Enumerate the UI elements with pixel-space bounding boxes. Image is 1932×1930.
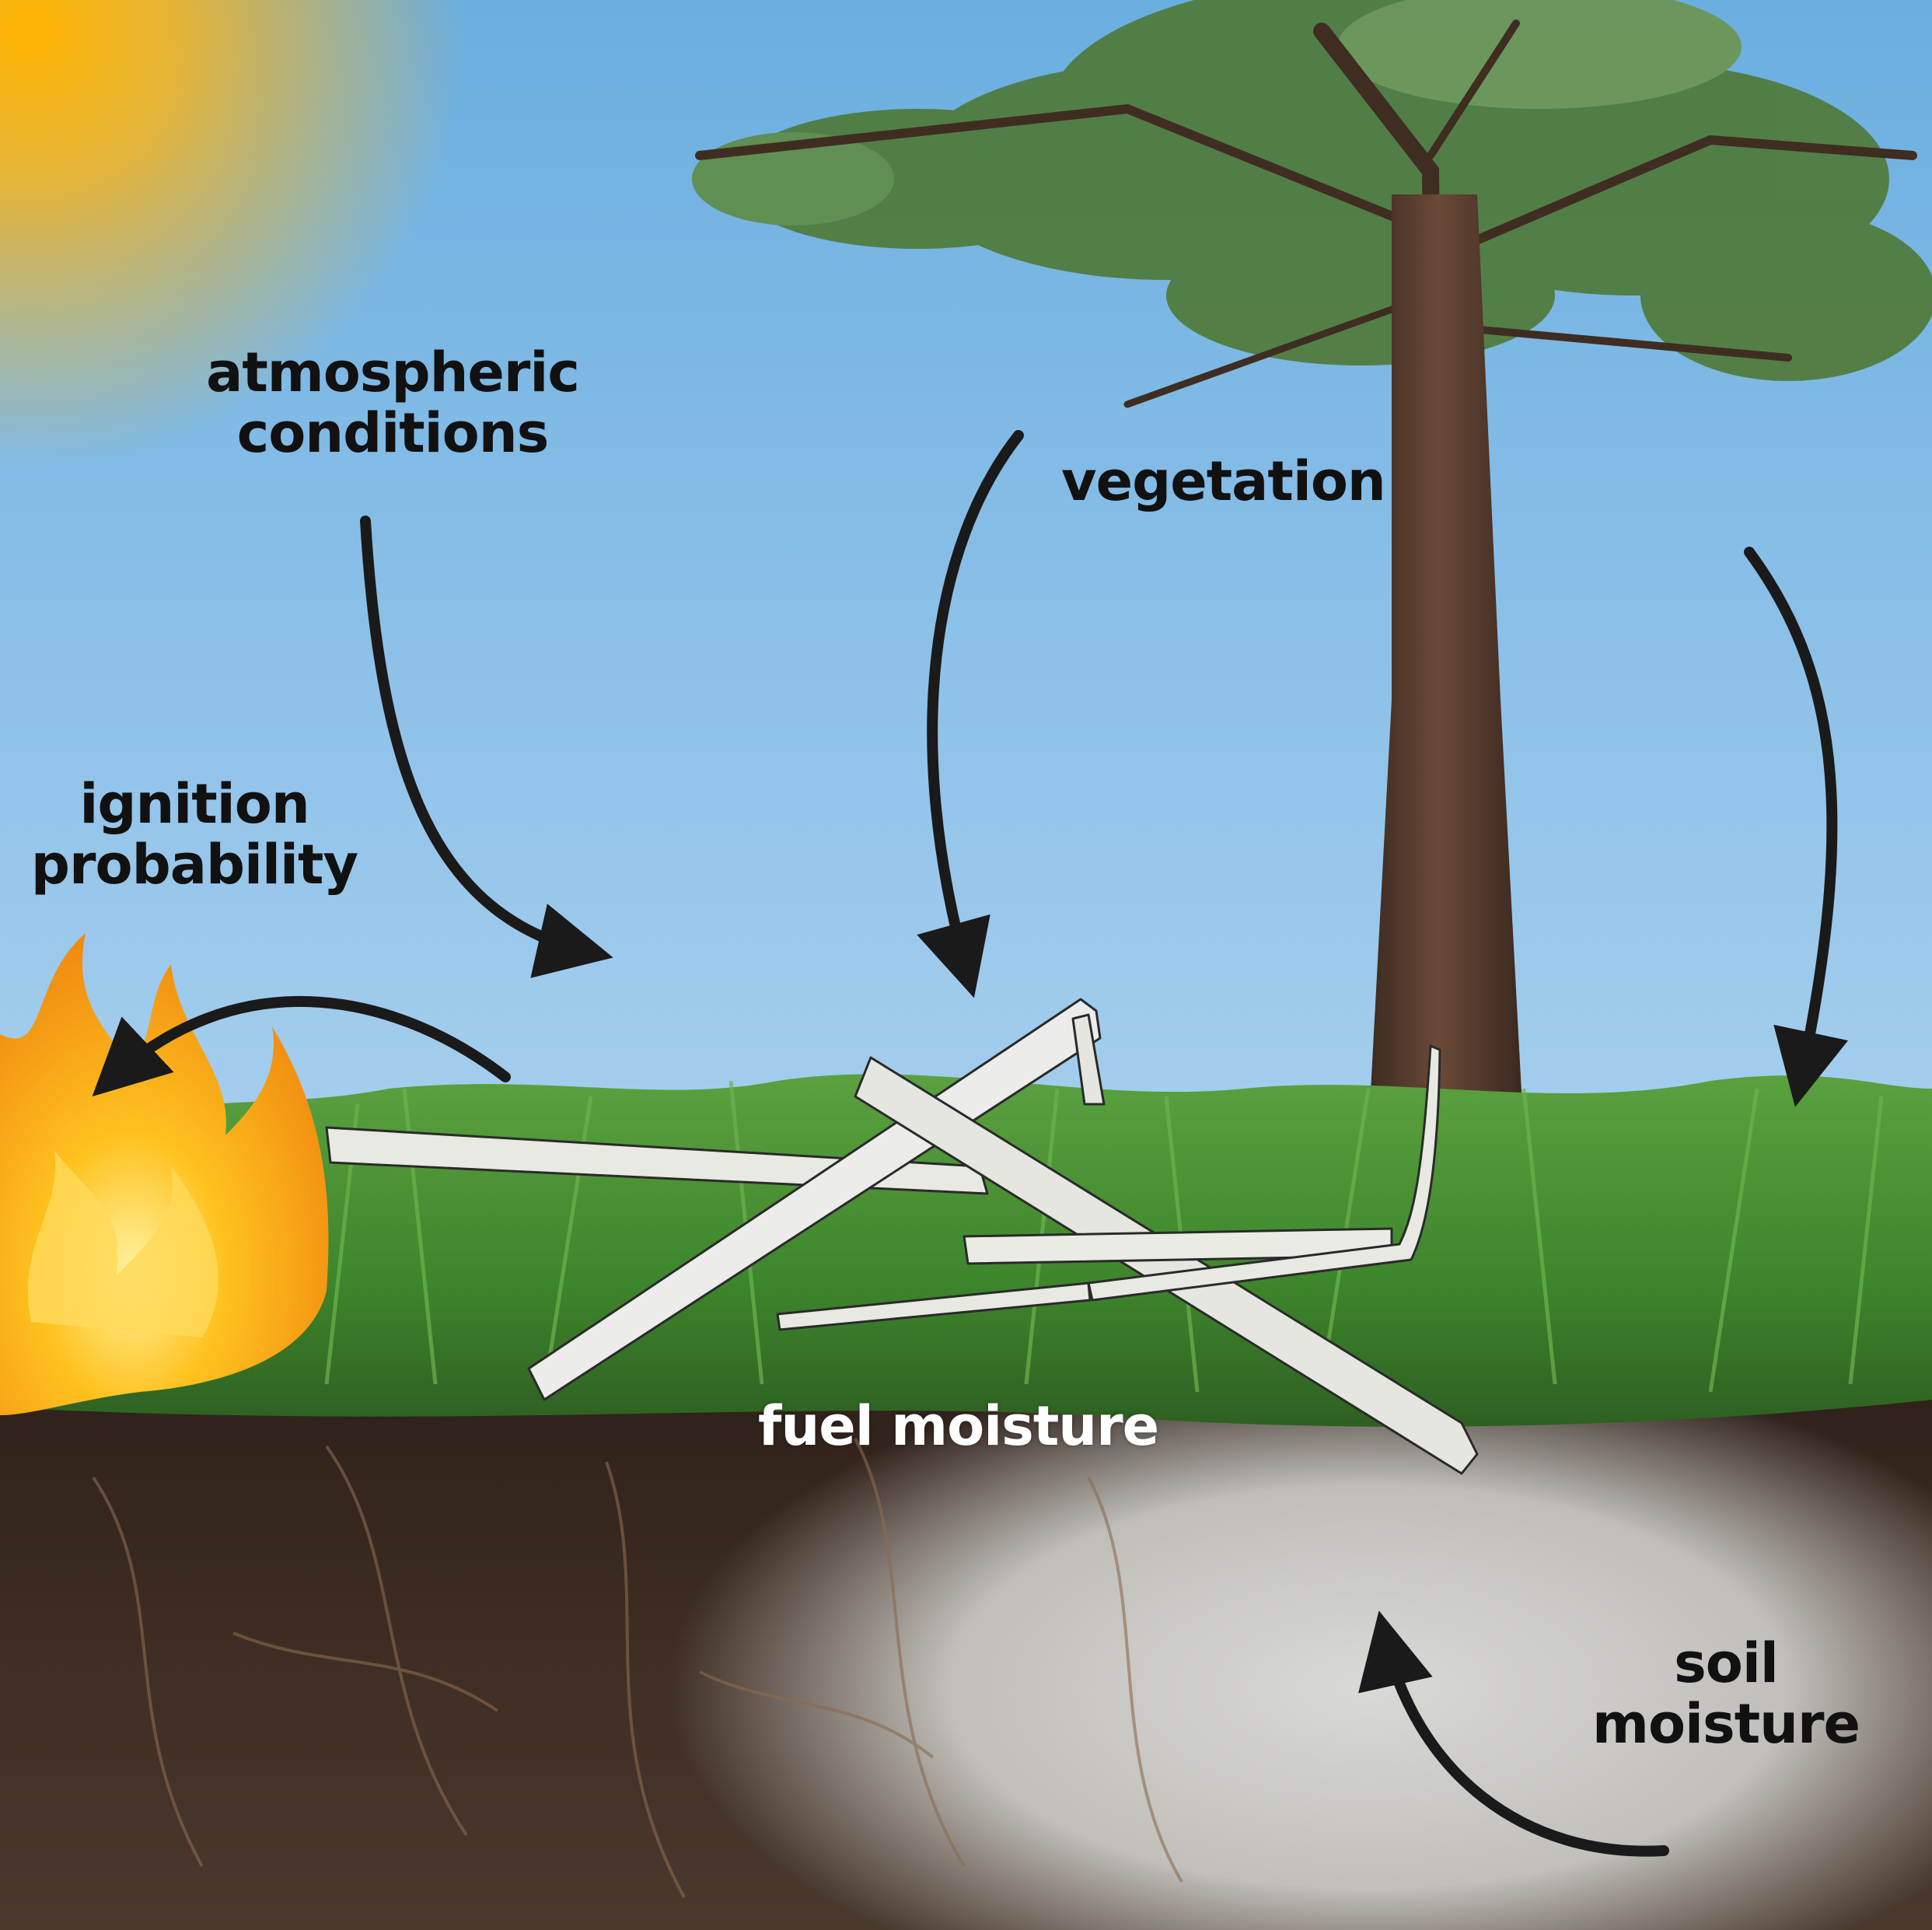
- arrow-vegetation-to-grass: [1744, 547, 1849, 1107]
- arrows: [92, 430, 1849, 1857]
- roots: [92, 1438, 1183, 1898]
- label-soil-line1: soil: [1674, 1631, 1779, 1695]
- label-soil-moisture: soil moisture: [1567, 1633, 1885, 1755]
- tree-trunk: [1368, 194, 1524, 1135]
- label-ignition-probability: ignition probability: [16, 774, 373, 896]
- label-soil-line2: moisture: [1592, 1692, 1860, 1757]
- label-atmospheric-line1: atmospheric: [206, 341, 580, 404]
- arrow-vegetation-to-fuel: [917, 430, 1024, 998]
- arrow-fuel-to-ignition: [92, 995, 511, 1097]
- label-atmospheric-conditions: atmospheric conditions: [183, 342, 603, 464]
- flames: [0, 933, 329, 1415]
- label-fuel-moisture: fuel moisture: [758, 1394, 1159, 1458]
- label-vegetation: vegetation: [1061, 449, 1386, 513]
- label-atmospheric-line2: conditions: [236, 401, 550, 466]
- arrow-soil-to-fuel: [1358, 1610, 1669, 1857]
- label-ignition-line2: probability: [30, 833, 358, 897]
- sun-glow: [0, 0, 466, 467]
- label-ignition-line1: ignition: [79, 772, 309, 836]
- arrow-atmospheric-to-fuel: [360, 516, 613, 978]
- soil-moisture-area: [669, 1353, 1932, 1930]
- fuel-sticks: [325, 998, 1479, 1475]
